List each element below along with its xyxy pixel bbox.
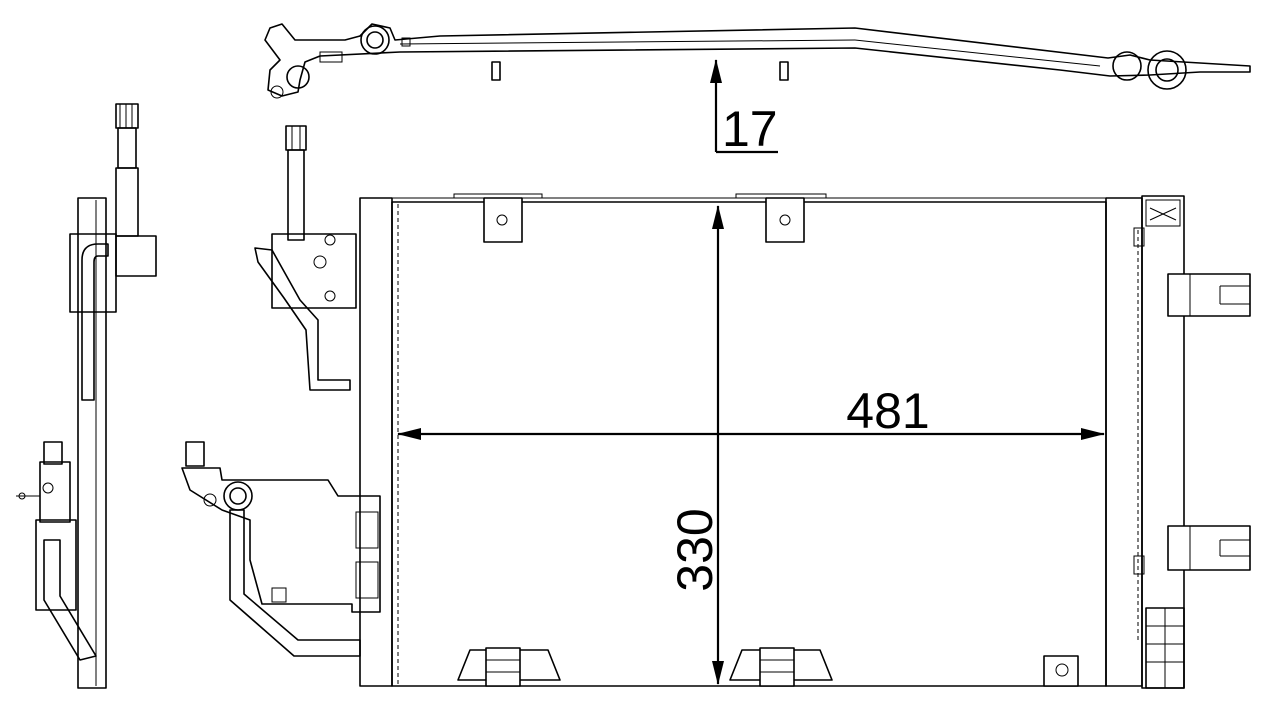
- side-view: [16, 103, 157, 689]
- pipe-clamp-icon: [1112, 51, 1142, 81]
- top-view: [264, 23, 1251, 99]
- left-header-pipes: [181, 125, 393, 687]
- fitting-icon: [286, 65, 310, 89]
- width-value: 481: [846, 383, 929, 439]
- fitting-icon: [223, 481, 253, 511]
- cap-nut-icon: [115, 103, 139, 129]
- condenser-core: [391, 193, 1107, 687]
- dimension-height: 330: [667, 205, 724, 685]
- right-header: [1105, 195, 1251, 689]
- height-value: 330: [667, 508, 723, 591]
- depth-value: 17: [722, 101, 778, 157]
- pipe-clamp-icon: [360, 25, 390, 55]
- dimension-width: 481: [397, 383, 1105, 440]
- dimension-depth: 17: [710, 59, 778, 157]
- pipe-clamp-icon: [1147, 50, 1187, 90]
